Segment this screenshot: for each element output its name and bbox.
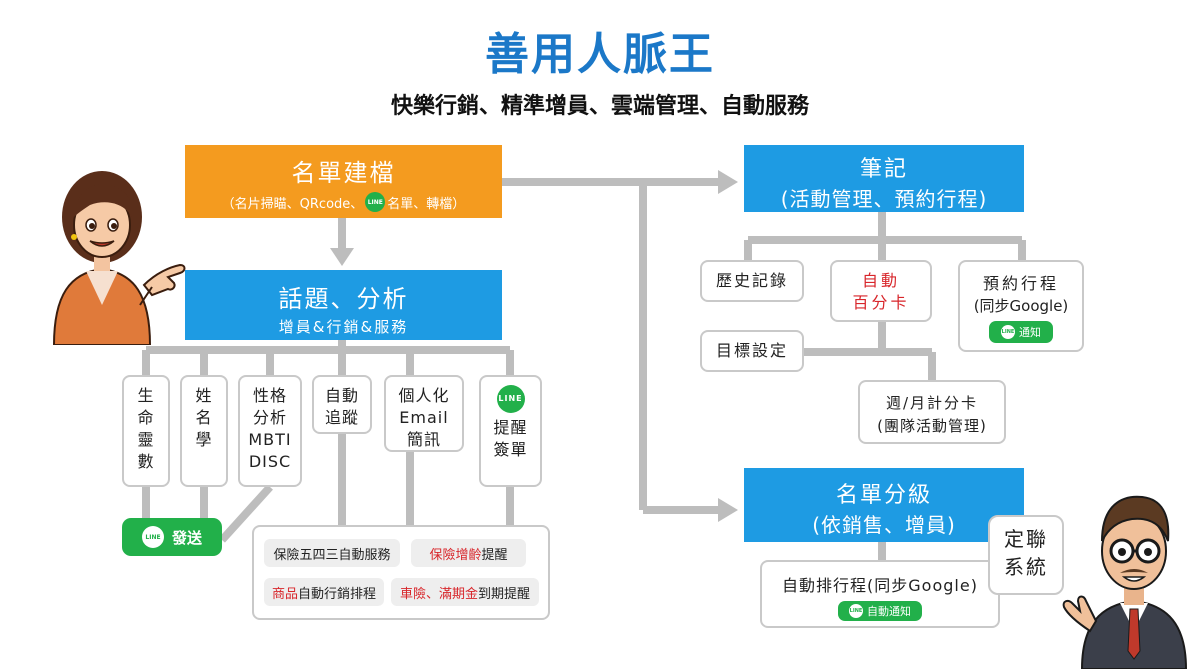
grading-sub: (依銷售、增員) [812,513,956,537]
page-subtitle: 快樂行銷、精準增員、雲端管理、自動服務 [390,94,809,119]
appointment-notify-label: 通知 [1019,326,1041,339]
line-send-badge: LINE 發送 [122,518,222,556]
notes-box: 筆記 (活動管理、預約行程) [744,145,1024,212]
service-chip-expiry: 車險、滿期金到期提醒 [391,578,539,606]
list-build-sub-before: （名片掃瞄、QRcode、 [221,196,364,212]
businessman-illustration [1062,495,1188,669]
card-auto-track: 自動 追蹤 [312,375,372,434]
service-chip-age: 保險增齡提醒 [411,539,526,567]
service-chip-age-rest: 提醒 [481,547,508,563]
notes-sub: (活動管理、預約行程) [780,187,988,211]
list-build-box: 名單建檔 （名片掃瞄、QRcode、 LINE 名單、轉檔） [185,145,502,218]
services-box: 保險五四三自動服務 保險增齡提醒 商品自動行銷排程 車險、滿期金到期提醒 [252,525,550,620]
appointment-card: 預約行程 (同步Google) LINE 通知 [958,260,1084,352]
card-auto-track-text: 自動 追蹤 [324,386,359,427]
service-chip-age-red: 保險增齡 [429,547,482,563]
topic-analysis-box: 話題、分析 增員&行銷&服務 [185,270,502,340]
card-remind-sign: LINE 提醒 簽單 [479,375,542,487]
card-life-numerology: 生 命 靈 數 [122,375,170,487]
service-chip-product-rest: 自動行銷排程 [298,586,377,602]
contact-system-card: 定聯 系統 [988,515,1064,595]
service-chip-543: 保險五四三自動服務 [264,539,400,567]
service-chip-543-text: 保險五四三自動服務 [273,547,391,563]
schedule-notify-label: 自動通知 [867,605,911,618]
service-chip-expiry-rest: 到期提醒 [478,586,531,602]
card-personal-email: 個人化 Email 簡訊 [384,375,464,452]
list-build-sub: （名片掃瞄、QRcode、 LINE 名單、轉檔） [185,192,502,212]
service-chip-product: 商品自動行銷排程 [264,578,384,606]
businesswoman-illustration [52,171,186,345]
schedule-line-notify: LINE 自動通知 [838,601,922,621]
line-app-icon: LINE [849,604,863,618]
arrow-right-icon [718,498,738,522]
card-personal-email-text: 個人化 Email 簡訊 [398,386,450,449]
history-card: 歷史記錄 [700,260,804,302]
auto-score-card: 自動 百分卡 [830,260,932,322]
schedule-card: 自動排行程(同步Google) LINE 自動通知 [760,560,1000,628]
appointment-line-notify: LINE 通知 [989,321,1053,343]
card-personality-text: 性格 分析 MBTI DISC [248,386,292,471]
appointment-sub: (同步Google) [973,297,1069,315]
card-life-numerology-text: 生 命 靈 數 [137,386,155,471]
line-app-icon: LINE [1001,325,1015,339]
line-app-icon: LINE [141,526,164,548]
card-name-study: 姓 名 學 [180,375,228,487]
notes-title: 筆記 [859,157,908,182]
line-app-icon: LINE [365,192,386,212]
page-title: 善用人脈王 [485,29,715,80]
list-build-sub-after: 名單、轉檔） [387,196,466,212]
appointment-title: 預約行程 [982,274,1059,293]
line-send-label: 發送 [171,528,202,547]
card-remind-sign-text: 提醒 簽單 [493,418,528,459]
grading-box: 名單分級 (依銷售、增員) [744,468,1024,542]
arrow-down-icon [330,248,354,266]
card-name-study-text: 姓 名 學 [195,386,213,449]
service-chip-product-red: 商品 [271,586,298,602]
target-setting-card: 目標設定 [700,330,804,372]
card-personality: 性格 分析 MBTI DISC [238,375,302,487]
line-app-icon: LINE [496,385,525,413]
auto-score-card-text: 自動 百分卡 [852,271,910,312]
topic-title: 話題、分析 [278,285,409,313]
week-month-card: 週/月計分卡 (團隊活動管理) [858,380,1006,444]
list-build-title: 名單建檔 [291,159,396,187]
arrow-right-icon [718,170,738,194]
schedule-title: 自動排行程(同步Google) [782,576,978,595]
topic-sub: 增員&行銷&服務 [278,318,409,336]
contact-system-text: 定聯 系統 [1004,527,1048,579]
week-month-sub: (團隊活動管理) [877,417,987,435]
service-chip-expiry-red: 車險、滿期金 [399,586,478,602]
grading-title: 名單分級 [835,483,932,508]
week-month-title: 週/月計分卡 [885,394,979,412]
